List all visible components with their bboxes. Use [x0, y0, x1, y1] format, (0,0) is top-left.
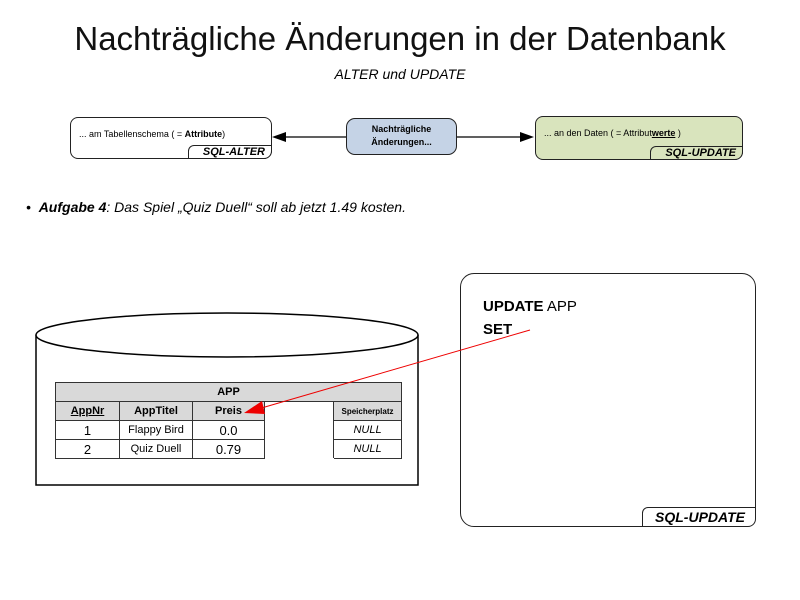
label: Attribute — [184, 129, 223, 139]
cell: 1 — [55, 420, 120, 440]
subtitle: ALTER und UPDATE — [334, 66, 466, 82]
data-change-box: ... an den Daten ( = Attributwerte ) SQL… — [535, 116, 743, 160]
label: werte — [651, 128, 676, 138]
label: ... an den Daten ( = Attribut — [544, 128, 652, 138]
cell: NULL — [333, 439, 402, 459]
task-bullet: • Aufgabe 4: Das Spiel „Quiz Duell“ soll… — [26, 199, 406, 215]
col-header: AppTitel — [119, 401, 193, 421]
app-table: APP AppNr AppTitel Preis Speicherplatz 1… — [55, 382, 402, 459]
keyword: UPDATE — [483, 298, 544, 315]
changes-box: Nachträgliche Änderungen... — [346, 118, 457, 155]
cell: 0.0 — [192, 420, 265, 440]
task-text: : Das Spiel „Quiz Duell“ soll ab jetzt 1… — [106, 199, 406, 215]
sql-update-tag: SQL-UPDATE — [642, 507, 756, 527]
sql-editor-box[interactable]: UPDATE APP SET SQL-UPDATE — [460, 273, 756, 527]
cell: 0.79 — [192, 439, 265, 459]
col-header: AppNr — [55, 401, 120, 421]
cell: Quiz Duell — [119, 439, 193, 459]
schema-change-box: ... am Tabellenschema ( = Attribute) SQL… — [70, 117, 272, 159]
cell: NULL — [333, 420, 402, 440]
col-header: Speicherplatz — [333, 401, 402, 421]
label: ... am Tabellenschema ( = — [79, 129, 185, 139]
arrow-right-icon — [520, 132, 534, 142]
task-label: Aufgabe 4 — [38, 199, 107, 215]
sql-update-tag: SQL-UPDATE — [650, 146, 743, 160]
label: ) — [675, 128, 681, 138]
table-name: APP — [55, 382, 402, 402]
page-title: Nachträgliche Änderungen in der Datenban… — [74, 20, 726, 57]
sql-alter-tag: SQL-ALTER — [187, 145, 272, 159]
cell: Flappy Bird — [119, 420, 193, 440]
arrow-left-icon — [272, 132, 286, 142]
cell: 2 — [55, 439, 120, 459]
label: ) — [222, 129, 226, 139]
col-header: Preis — [192, 401, 265, 421]
table-ref: APP — [543, 298, 577, 315]
keyword: SET — [483, 321, 513, 338]
